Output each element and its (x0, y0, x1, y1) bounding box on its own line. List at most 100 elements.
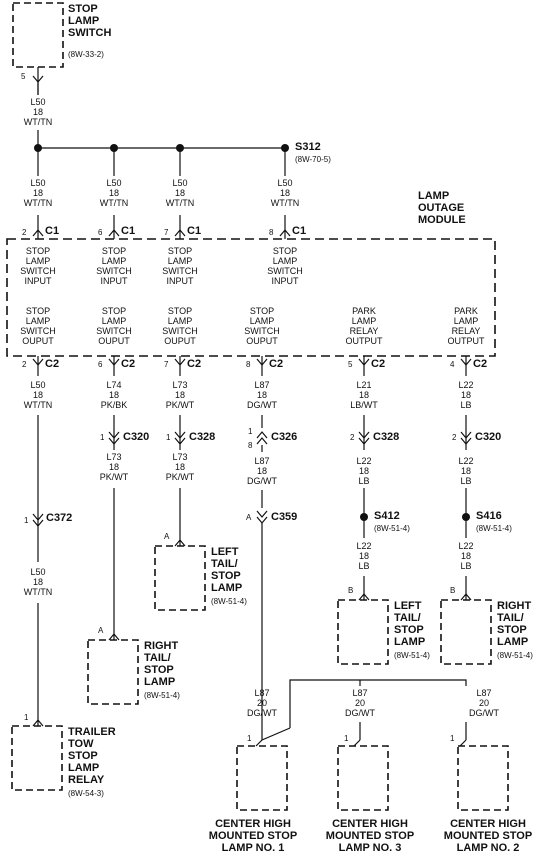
connector-pin: 1 (100, 433, 105, 442)
switch-pin: 5 (21, 72, 26, 81)
wire-label: L87 18 DG/WT (247, 380, 277, 410)
connector-symbol (460, 431, 472, 445)
c2-label: C2 (269, 358, 284, 370)
wire-label: L22 18 LB (458, 380, 474, 410)
connector-symbol (174, 431, 186, 445)
splice-dot-s416 (462, 513, 470, 521)
right-tail-stop-lamp-ref: (8W-51-4) (144, 691, 180, 700)
chmsl-1-label: CENTER HIGH MOUNTED STOP LAMP NO. 1 (208, 818, 298, 854)
c2-label: C2 (187, 358, 202, 370)
connector-pin: A (164, 532, 170, 541)
wire-label: L87 20 DG/WT (247, 688, 277, 718)
chmsl-2-label: CENTER HIGH MOUNTED STOP LAMP NO. 2 (443, 818, 533, 854)
wire-label: L50 18 WT/TN (270, 178, 300, 208)
stop-lamp-switch-title: STOP LAMP SWITCH (68, 3, 112, 39)
connector-label-c328: C328 (373, 431, 400, 443)
connector-pin: 1 (24, 713, 29, 722)
right-tail-stop-lamp-b-box (440, 599, 492, 665)
chmsl-3-box (337, 745, 389, 811)
left-tail-stop-lamp-b-ref: (8W-51-4) (394, 651, 430, 660)
c1-pin: 8 (269, 228, 274, 237)
chmsl-3-label: CENTER HIGH MOUNTED STOP LAMP NO. 3 (325, 818, 415, 854)
connector-symbol (256, 431, 268, 445)
wire-label: L73 18 PK/WT (165, 452, 195, 482)
splice-dot (110, 144, 118, 152)
c2-pin: 6 (98, 360, 103, 369)
trailer-tow-relay-box (11, 725, 63, 791)
connector-label-c359: C359 (271, 511, 298, 523)
splice-dot-s412 (360, 513, 368, 521)
c1-pin: 7 (164, 228, 169, 237)
connector-pin: 1 (248, 427, 253, 436)
module-input-label: STOP LAMP SWITCH INPUT (96, 246, 132, 286)
c2-pin: 4 (450, 360, 455, 369)
connector-pin: B (450, 586, 456, 595)
module-input-label: STOP LAMP SWITCH INPUT (267, 246, 303, 286)
c1-pin: 6 (98, 228, 103, 237)
wire-label: L50 18 WT/TN (23, 178, 53, 208)
wire-label: L50 18 WT/TN (23, 567, 53, 597)
connector-symbol (32, 229, 44, 237)
module-input-label: STOP LAMP SWITCH INPUT (162, 246, 198, 286)
splice-ref-s412: (8W-51-4) (374, 524, 410, 533)
wire-label: L87 18 DG/WT (247, 456, 277, 486)
connector-label-c320: C320 (123, 431, 150, 443)
wire-label: L22 18 LB (356, 456, 372, 486)
connector-symbol (174, 539, 186, 547)
connector-symbol (32, 358, 44, 366)
module-input-label: STOP LAMP SWITCH INPUT (20, 246, 56, 286)
trailer-tow-relay-label: TRAILER TOW STOP LAMP RELAY (68, 726, 116, 786)
right-tail-stop-lamp-b-ref: (8W-51-4) (497, 651, 533, 660)
splice-dot (34, 144, 42, 152)
connector-symbol (174, 229, 186, 237)
connector-pin: 8 (248, 441, 253, 450)
connector-label-c326: C326 (271, 431, 298, 443)
left-tail-stop-lamp-b-label: LEFT TAIL/ STOP LAMP (394, 600, 426, 648)
c1-label: C1 (45, 225, 60, 237)
module-output-label: PARK LAMP RELAY OUTPUT (345, 306, 383, 346)
left-tail-stop-lamp-a-box (154, 545, 206, 611)
connector-symbol (460, 358, 472, 366)
module-output-label: STOP LAMP SWITCH OUPUT (244, 306, 280, 346)
wire-label: L87 20 DG/WT (345, 688, 375, 718)
connector-label-c372: C372 (46, 512, 73, 524)
stop-lamp-switch-ref: (8W-33-2) (68, 50, 104, 59)
connector-pin: 1 (166, 433, 171, 442)
right-tail-stop-lamp-a-box (87, 639, 139, 705)
connector-symbol (460, 593, 472, 601)
c2-pin: 7 (164, 360, 169, 369)
connector-pin: B (348, 586, 354, 595)
lamp-outage-module-title: LAMP OUTAGE MODULE (418, 190, 466, 226)
connector-pin: 2 (350, 433, 355, 442)
wire-label: L21 18 LB/WT (350, 380, 378, 410)
c1-label: C1 (292, 225, 307, 237)
module-output-label: STOP LAMP SWITCH OUPUT (20, 306, 56, 346)
module-output-label: STOP LAMP SWITCH OUPUT (96, 306, 132, 346)
c1-label: C1 (121, 225, 136, 237)
c2-pin: 2 (22, 360, 27, 369)
wire-label: L73 18 PK/WT (99, 452, 129, 482)
chmsl-1-box (236, 745, 288, 811)
connector-pin: 1 (24, 516, 29, 525)
c1-label: C1 (187, 225, 202, 237)
connector-symbol (108, 358, 120, 366)
left-tail-stop-lamp-b-box (337, 599, 389, 665)
module-output-label: STOP LAMP SWITCH OUPUT (162, 306, 198, 346)
wire-label: L22 18 LB (356, 541, 372, 571)
c1-pin: 2 (22, 228, 27, 237)
connector-symbol (358, 593, 370, 601)
connector-symbol (32, 513, 44, 527)
connector-symbol (174, 358, 186, 366)
c2-label: C2 (45, 358, 60, 370)
c2-pin: 8 (246, 360, 251, 369)
wire-label: L50 18 WT/TN (23, 97, 53, 127)
connector-pin: 1 (450, 734, 455, 743)
connector-symbol (256, 510, 268, 524)
c2-label: C2 (473, 358, 488, 370)
c2-pin: 5 (348, 360, 353, 369)
module-output-label: PARK LAMP RELAY OUTPUT (447, 306, 485, 346)
wire-label: L50 18 WT/TN (165, 178, 195, 208)
left-tail-stop-lamp-label: LEFT TAIL/ STOP LAMP (211, 546, 243, 594)
splice-dot-s312 (281, 144, 289, 152)
